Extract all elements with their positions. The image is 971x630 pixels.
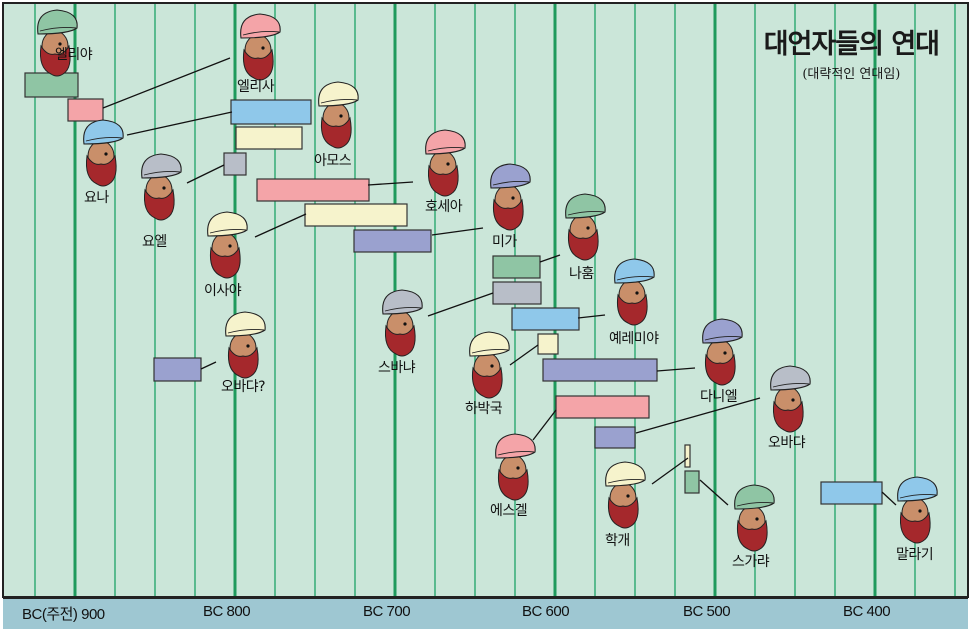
label-daniel: 다니엘	[700, 389, 738, 405]
label-habakkuk: 하박국	[465, 401, 503, 417]
connector-line	[200, 361, 217, 370]
prophet-head-icon	[605, 461, 646, 529]
label-amos: 아모스	[314, 153, 352, 169]
period-bar	[353, 229, 432, 253]
connector-line	[532, 409, 557, 441]
axis-label-500: BC 500	[683, 603, 731, 620]
period-bar	[684, 470, 700, 494]
prophet-head-icon	[565, 193, 606, 261]
label-obadiah: 오바댜	[768, 435, 806, 451]
period-bar	[492, 255, 541, 279]
axis-label-700: BC 700	[363, 603, 411, 620]
connector-line	[509, 344, 539, 366]
period-bar	[542, 358, 658, 382]
axis-label-600: BC 600	[522, 603, 570, 620]
prophet-head-icon	[318, 81, 359, 149]
period-bar	[511, 307, 580, 331]
prophet-head-icon	[425, 129, 466, 197]
prophet-head-icon	[37, 9, 78, 77]
connector-line	[254, 213, 307, 238]
prophet-head-icon	[469, 331, 510, 399]
prophet-head-icon	[495, 433, 536, 501]
connector-line	[431, 227, 484, 236]
label-zechariah: 스가랴	[732, 554, 770, 570]
period-bar	[256, 178, 370, 202]
label-jeremiah: 예레미야	[609, 331, 659, 347]
label-hosea: 호세아	[425, 199, 463, 215]
connector-line	[656, 367, 696, 372]
prophet-head-icon	[207, 211, 248, 279]
prophet-head-icon	[240, 13, 281, 81]
label-zephaniah: 스바냐	[378, 360, 416, 376]
period-bar	[537, 333, 559, 355]
connector-line	[102, 57, 231, 109]
title-block: 대언자들의 연대 (대략적인 연대임)	[763, 22, 940, 82]
connector-line	[651, 457, 689, 485]
period-bar	[223, 152, 247, 176]
prophet-head-icon	[702, 318, 743, 386]
period-bar	[230, 99, 312, 125]
connector-line	[881, 491, 897, 506]
period-bar	[594, 426, 636, 449]
prophet-head-icon	[225, 311, 266, 379]
prophet-head-icon	[382, 289, 423, 357]
prophet-portraits	[37, 9, 938, 552]
label-ezekiel: 에스겔	[490, 503, 528, 519]
label-joel: 요엘	[142, 234, 167, 250]
prophet-head-icon	[490, 163, 531, 231]
connector-line	[699, 479, 729, 506]
label-elijah: 엘리야	[55, 47, 93, 63]
connector-line	[367, 181, 414, 186]
period-bar	[304, 203, 408, 227]
prophet-period-bars	[24, 72, 883, 505]
label-elisha: 엘리사	[237, 79, 275, 95]
prophet-head-icon	[734, 484, 775, 552]
period-bar	[492, 281, 542, 305]
chart-subtitle: (대략적인 연대임)	[802, 67, 901, 82]
period-bar	[67, 98, 104, 122]
period-bar	[820, 481, 883, 505]
axis-label-800: BC 800	[203, 603, 251, 620]
connector-line	[186, 164, 225, 184]
connector-lines	[102, 57, 897, 506]
period-bar	[235, 126, 303, 150]
period-bar	[684, 444, 691, 468]
prophet-head-icon	[770, 365, 811, 433]
connector-line	[577, 314, 606, 319]
connector-line	[539, 254, 561, 263]
prophet-head-icon	[897, 476, 938, 544]
label-obadiah-early: 오바댜?	[221, 379, 266, 395]
period-bar	[153, 357, 202, 382]
label-malachi: 말라기	[896, 547, 934, 563]
axis-label-400: BC 400	[843, 603, 891, 620]
period-bar	[555, 395, 650, 419]
prophet-head-icon	[83, 119, 124, 187]
chart-background	[2, 2, 969, 598]
axis-label-900: BC(주전) 900	[22, 606, 105, 623]
period-bar	[24, 72, 79, 98]
connector-line	[126, 111, 233, 136]
prophet-head-icon	[141, 153, 182, 221]
label-isaiah: 이사야	[204, 283, 242, 299]
connector-line	[427, 292, 494, 317]
year-axis-bar	[3, 597, 968, 629]
connector-line	[635, 397, 761, 434]
label-micah: 미가	[492, 234, 517, 250]
prophet-head-icon	[614, 258, 655, 326]
label-haggai: 학개	[605, 533, 630, 549]
label-nahum: 나훔	[569, 266, 594, 282]
label-jonah: 요나	[84, 190, 109, 206]
chart-title: 대언자들의 연대	[763, 29, 940, 60]
